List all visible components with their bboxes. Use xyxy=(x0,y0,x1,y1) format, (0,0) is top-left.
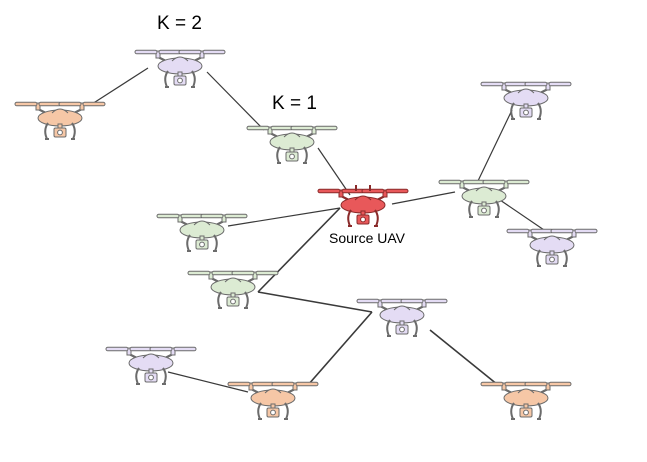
link-n-upper-mid-n-source xyxy=(317,147,351,196)
link-n-top-left-n-top xyxy=(91,67,149,105)
link-n-left-n-source xyxy=(227,207,341,227)
drone-n-upper-mid xyxy=(246,125,338,164)
link-n-right-n-far-top-right xyxy=(476,109,513,184)
link-n-center-n-bottom-right xyxy=(429,329,499,386)
drone-n-top xyxy=(134,49,226,88)
link-n-center-n-bottom-mid xyxy=(307,311,373,386)
links-layer xyxy=(91,67,548,393)
link-n-mid-left-n-source xyxy=(257,207,341,293)
source-uav-label: Source UAV xyxy=(329,230,405,246)
drone-n-source xyxy=(317,185,409,227)
drone-n-far-right xyxy=(506,228,598,267)
drone-n-right xyxy=(438,179,530,218)
link-n-right-n-far-right xyxy=(499,199,548,233)
nodes-layer xyxy=(14,49,598,420)
link-n-bottom-left-n-bottom-mid xyxy=(167,371,249,393)
drone-n-bottom-mid xyxy=(227,381,319,420)
link-n-right-n-source xyxy=(391,191,456,205)
hop-2-label: K = 2 xyxy=(157,13,202,34)
link-n-top-n-upper-mid xyxy=(206,71,265,131)
drone-n-left xyxy=(156,213,248,252)
drone-n-bottom-right xyxy=(480,381,572,420)
drone-n-center xyxy=(356,298,448,337)
drone-n-far-top-right xyxy=(480,81,572,120)
drone-n-mid-left xyxy=(187,270,279,309)
drone-n-top-left xyxy=(14,101,106,140)
hop-1-label: K = 1 xyxy=(272,93,317,114)
link-n-mid-left-n-center xyxy=(257,291,373,313)
drone-n-bottom-left xyxy=(105,346,197,385)
